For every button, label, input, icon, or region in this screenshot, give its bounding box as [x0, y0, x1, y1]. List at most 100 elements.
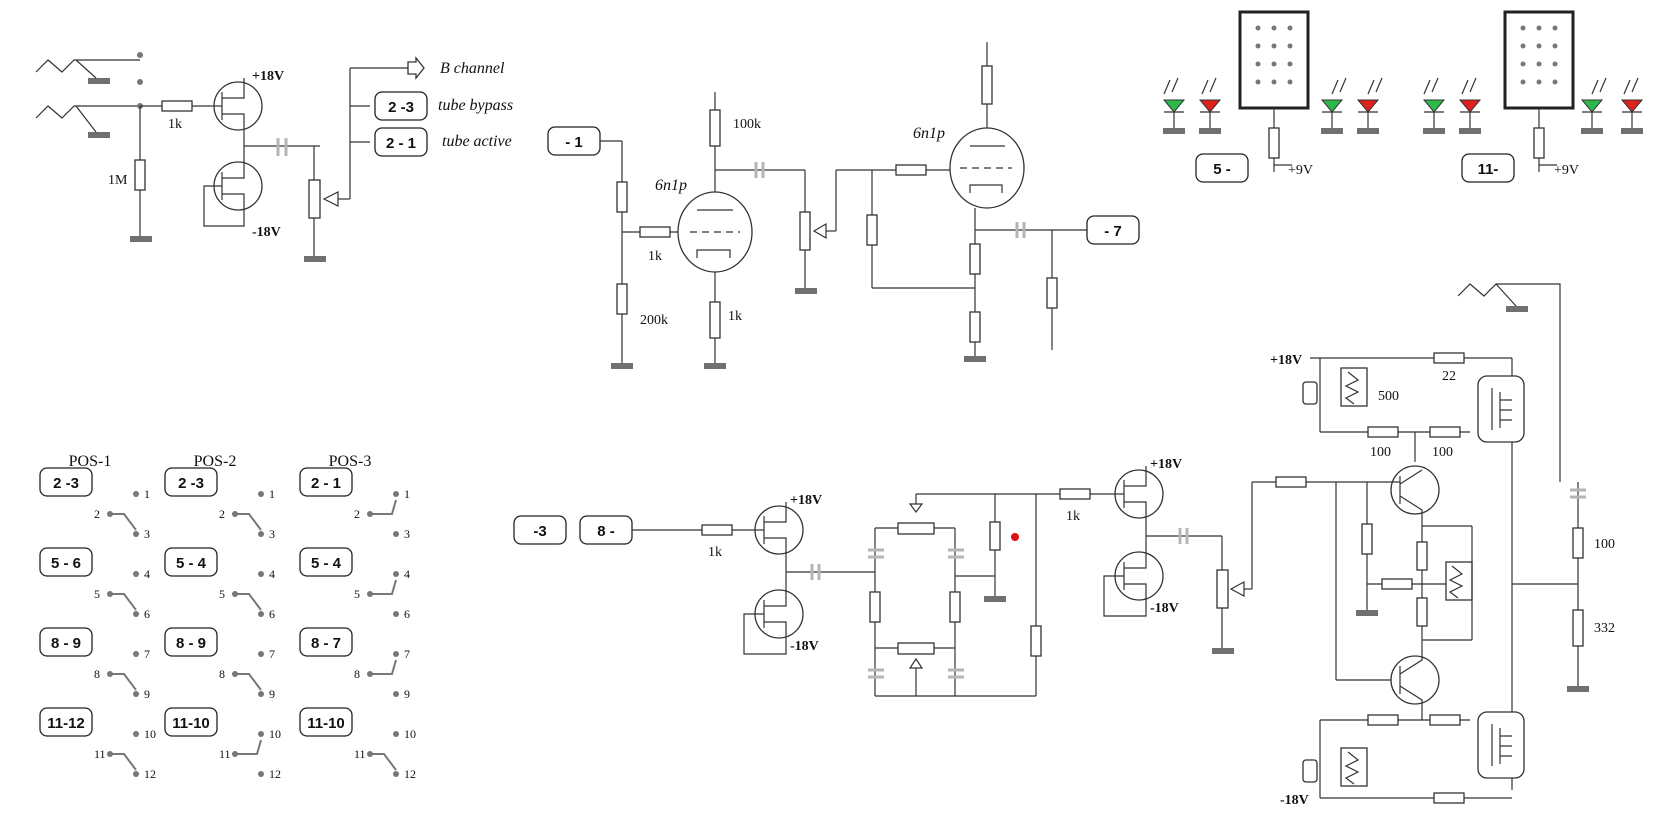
led-switch-section-a: +9V 5 -	[1162, 10, 1383, 183]
pos-title: POS-3	[329, 453, 372, 470]
resistor-grid-upper	[616, 181, 628, 213]
label-plus18-b: +18V	[790, 493, 822, 508]
connector-1: - 1	[547, 126, 601, 156]
pin-common: 5	[219, 587, 225, 601]
ground-icon	[1581, 128, 1603, 134]
resistor-drv-in	[1275, 476, 1307, 488]
pin-common: 8	[354, 667, 360, 681]
ground-icon	[88, 78, 110, 84]
connector-2-3: 2 -3	[374, 91, 428, 121]
svg-text:8 - 9: 8 - 9	[176, 635, 206, 652]
pin-bottom: 6	[144, 607, 150, 621]
svg-text:- 1: - 1	[565, 134, 583, 151]
pin-common: 8	[219, 667, 225, 681]
label-1k-in-b: 1k	[708, 545, 722, 560]
resistor-plate-2	[981, 65, 993, 105]
pin-top: 7	[404, 647, 410, 661]
connector-7: - 7	[1086, 215, 1140, 245]
resistor-emitter-b	[1416, 597, 1428, 627]
label-plus9-b: +9V	[1554, 163, 1579, 178]
led-green-icon	[1580, 99, 1604, 113]
switch-arm-icon	[237, 593, 262, 611]
connector-2-1: 2 - 1	[374, 127, 428, 157]
bjt-upper-icon	[1390, 465, 1440, 515]
pin-top: 10	[404, 727, 416, 741]
label-100-b: 100	[1432, 445, 1453, 460]
switch-arm-icon	[372, 499, 397, 515]
led-red-icon	[1620, 99, 1644, 113]
pin-top: 1	[269, 487, 275, 501]
svg-text:2 - 1: 2 - 1	[311, 475, 341, 492]
resistor-net-c	[989, 521, 1001, 551]
label-1k-in: 1k	[168, 117, 182, 132]
connector-3: -3	[513, 515, 567, 545]
resistor-332	[1572, 609, 1584, 647]
pin-top: 4	[404, 567, 410, 581]
svg-text:11-: 11-	[1478, 161, 1499, 178]
led-green-icon	[1422, 99, 1446, 113]
diode-lower-icon	[1302, 759, 1318, 783]
label-100k: 100k	[733, 117, 761, 132]
svg-text:2 - 1: 2 - 1	[386, 135, 416, 152]
mosfet-lower-icon	[1477, 711, 1525, 779]
resistor-100-b	[1429, 426, 1461, 438]
connector-5: 5 -	[1195, 153, 1249, 183]
output-stage-section: +18V 22 500 100 100	[1270, 283, 1615, 808]
pin-bottom: 6	[404, 607, 410, 621]
input-jack-1-icon	[35, 59, 140, 73]
pin-bottom: 9	[269, 687, 275, 701]
ground-icon	[1357, 128, 1379, 134]
switch-arm-icon	[112, 593, 137, 611]
switch-arm-icon	[237, 739, 262, 755]
svg-text:11-10: 11-10	[307, 715, 345, 732]
switch-contacts-icon	[367, 491, 399, 537]
trimmer-lower-icon	[1340, 747, 1368, 787]
label-1k-cathode: 1k	[728, 309, 742, 324]
diode-upper-icon	[1302, 381, 1318, 405]
second-channel-section: -3 8 - 1k +18V -18V	[513, 457, 1330, 697]
switch-arm-icon	[112, 673, 137, 691]
switch-arm-icon	[372, 753, 397, 771]
resistor-22	[1433, 352, 1465, 364]
trimmer-500-icon	[1340, 367, 1368, 407]
ground-icon	[611, 363, 633, 369]
resistor-1k-c	[1059, 488, 1091, 500]
label-1k-c: 1k	[1066, 509, 1080, 524]
svg-text:5 -: 5 -	[1213, 161, 1231, 178]
pin-bottom: 9	[404, 687, 410, 701]
input-jack-2-icon	[35, 105, 140, 119]
resistor-100-a	[1367, 426, 1399, 438]
label-minus18-d: -18V	[1280, 793, 1309, 808]
resistor-100-d	[1429, 714, 1461, 726]
label-332: 332	[1594, 621, 1615, 636]
resistor-out-lower	[1433, 792, 1465, 804]
led-red-icon	[1458, 99, 1482, 113]
switch-contacts-icon	[232, 731, 264, 777]
resistor-net-b	[949, 591, 961, 623]
pin-top: 7	[269, 647, 275, 661]
potentiometer-e	[1216, 569, 1229, 609]
pin-top: 4	[269, 567, 275, 581]
svg-text:8 - 7: 8 - 7	[311, 635, 341, 652]
terminal-dot	[137, 52, 143, 58]
resistor-grid-2	[866, 214, 878, 246]
red-dot-marker	[1011, 533, 1019, 541]
pin-common: 11	[94, 747, 106, 761]
resistor-emitter-a	[1416, 541, 1428, 571]
resistor-100-e	[1572, 527, 1584, 559]
switch-contacts-icon	[367, 571, 399, 617]
label-minus18-b: -18V	[790, 639, 819, 654]
potentiometer-a	[308, 179, 321, 219]
ground-icon	[1356, 610, 1378, 616]
pin-top: 1	[144, 487, 150, 501]
resistor-1k-in-b	[701, 524, 733, 536]
resistor-100-c	[1367, 714, 1399, 726]
label-tube-active: tube active	[442, 133, 512, 150]
svg-text:11-12: 11-12	[47, 715, 85, 732]
switch-contacts-icon	[232, 491, 264, 537]
switch-arm-icon	[237, 673, 262, 691]
pos-connector-box: 2 -3	[39, 467, 93, 497]
switch-contacts-icon	[367, 731, 399, 777]
